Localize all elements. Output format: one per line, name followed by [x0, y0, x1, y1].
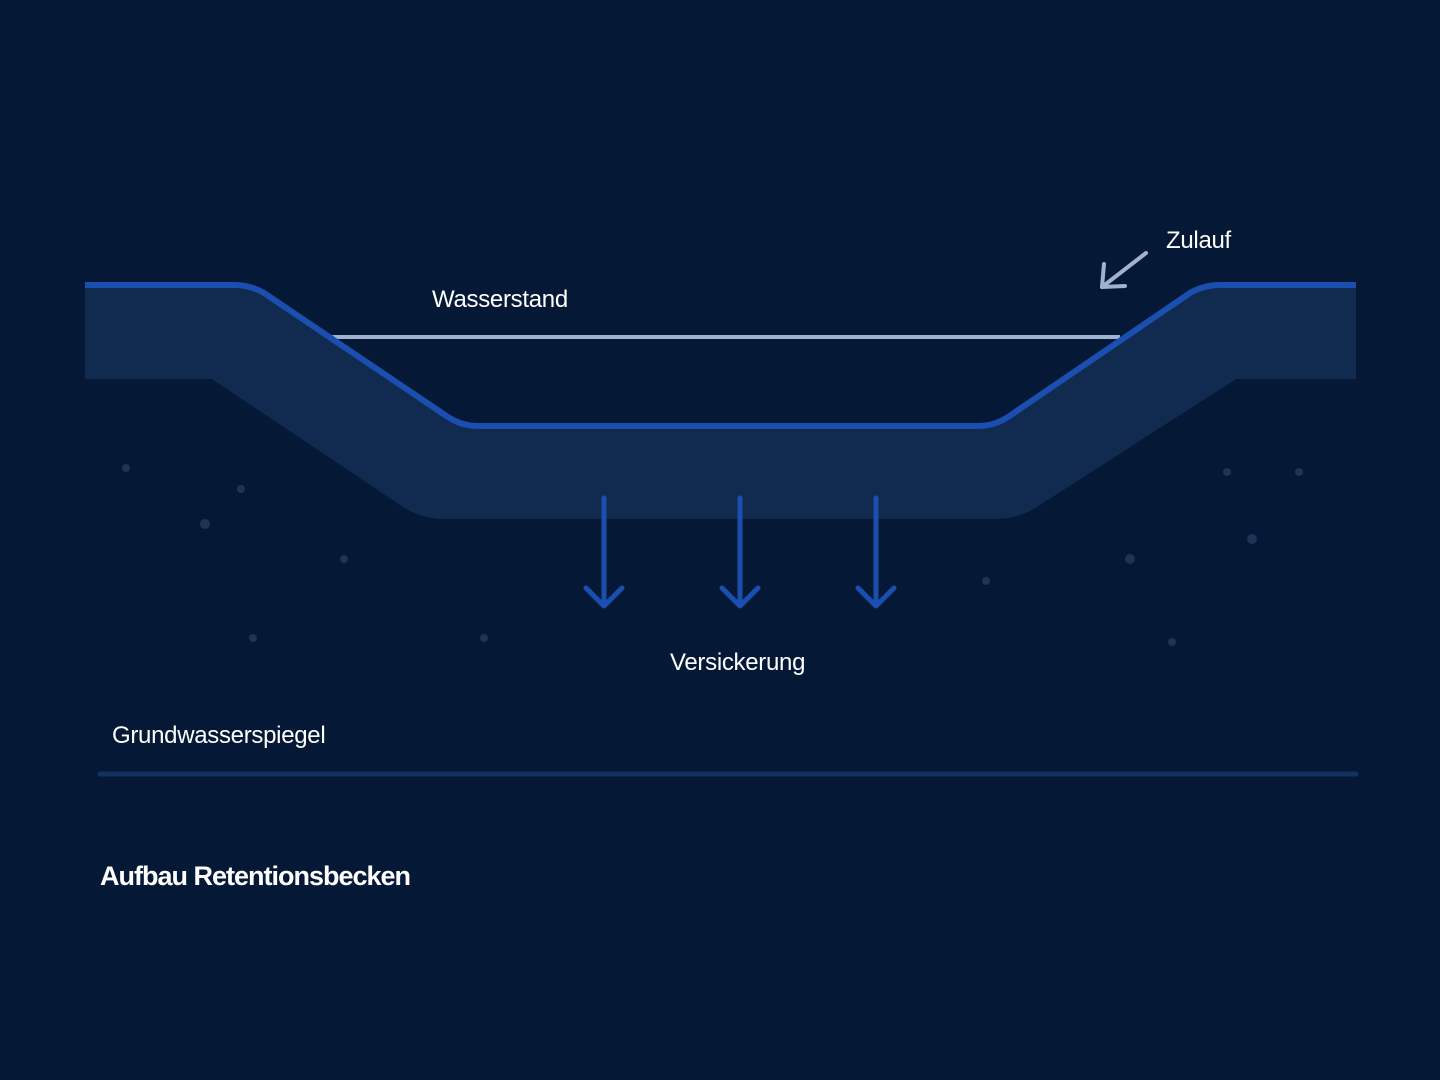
soil-dot	[1295, 468, 1303, 476]
soil-dot	[200, 519, 210, 529]
soil-particles	[122, 464, 1303, 646]
basin-body	[85, 285, 1356, 519]
basin-outline	[85, 282, 1356, 429]
diagram-title: Aufbau Retentionsbecken	[100, 861, 411, 891]
soil-dot	[480, 634, 488, 642]
soil-dot	[237, 485, 245, 493]
water-level-label: Wasserstand	[432, 286, 568, 313]
infiltration-arrow-icon	[583, 495, 625, 609]
infiltration-arrows	[583, 495, 897, 609]
soil-dot	[249, 634, 257, 642]
soil-dot	[1247, 534, 1257, 544]
infiltration-arrow-icon	[719, 495, 761, 609]
soil-dot	[982, 577, 990, 585]
soil-dot	[1125, 554, 1135, 564]
infiltration-arrow-icon	[855, 495, 897, 609]
inflow-arrow-icon	[1100, 251, 1148, 289]
soil-dot	[122, 464, 130, 472]
infiltration-label: Versickerung	[670, 649, 806, 676]
soil-dot	[340, 555, 348, 563]
soil-dot	[1223, 468, 1231, 476]
groundwater-level-label: Grundwasserspiegel	[112, 722, 326, 749]
soil-dot	[1168, 638, 1176, 646]
inflow-label: Zulauf	[1166, 227, 1231, 254]
